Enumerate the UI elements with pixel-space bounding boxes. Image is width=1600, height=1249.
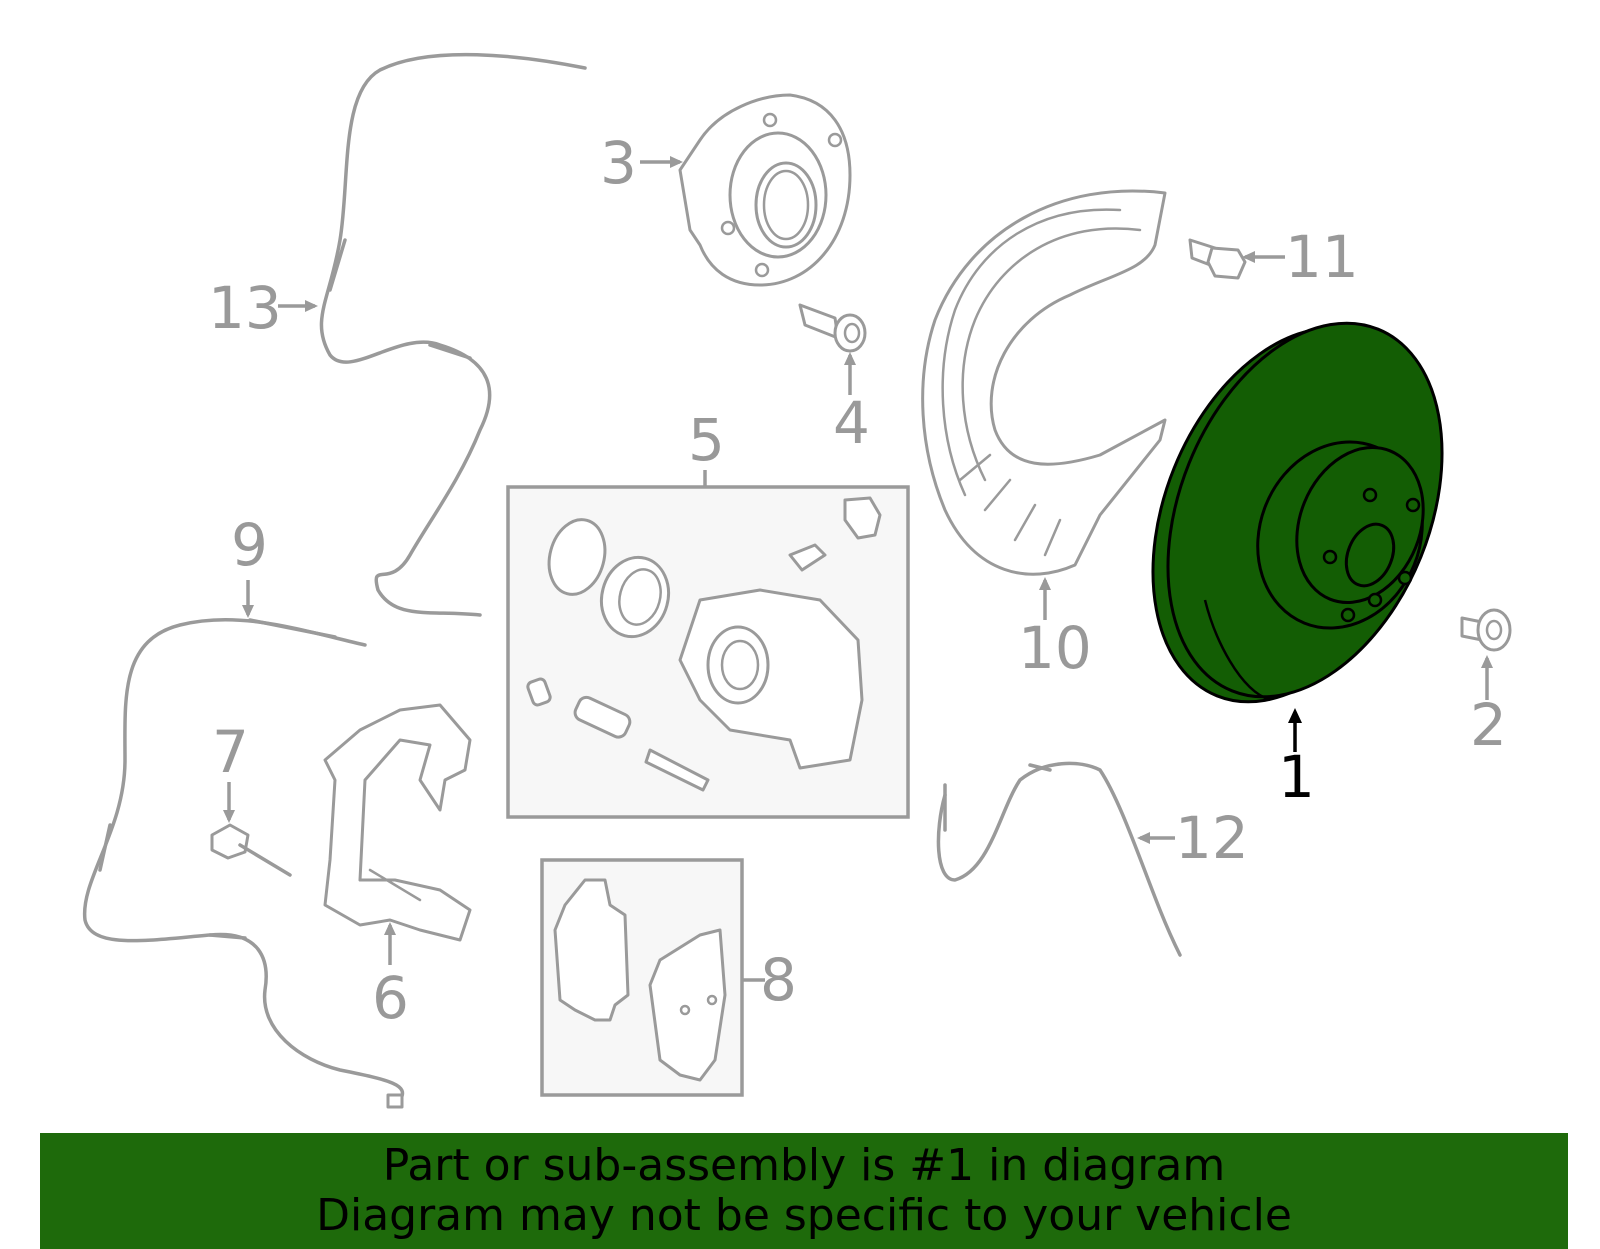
callout-10: 10 — [1018, 614, 1092, 682]
part-11-bolt[interactable] — [1188, 238, 1247, 280]
callout-11: 11 — [1285, 223, 1359, 291]
callout-4: 4 — [833, 389, 870, 457]
callout-5: 5 — [688, 406, 725, 474]
part-7-bolt[interactable] — [210, 823, 292, 877]
part-3-wheel-hub[interactable] — [678, 93, 852, 287]
banner-line-2: Diagram may not be specific to your vehi… — [316, 1190, 1292, 1241]
callout-labels: 1 2 3 4 5 6 7 8 9 10 11 12 13 — [208, 129, 1507, 1032]
part-5-caliper-kit[interactable] — [506, 485, 910, 819]
info-banner: Part or sub-assembly is #1 in diagram Di… — [40, 1133, 1568, 1249]
callout-8: 8 — [760, 946, 797, 1014]
part-13-sensor-cable[interactable] — [319, 52, 587, 617]
part-8-brake-pads[interactable] — [540, 858, 744, 1097]
part-6-caliper-bracket[interactable] — [323, 703, 472, 942]
part-4-hub-bolt[interactable] — [798, 303, 867, 353]
callout-3: 3 — [600, 129, 637, 197]
part-9-sensor-cable[interactable] — [82, 618, 405, 1109]
callout-1: 1 — [1278, 743, 1315, 811]
callout-9: 9 — [231, 511, 268, 579]
callout-12: 12 — [1175, 804, 1249, 872]
leader-arrows — [223, 156, 1493, 982]
part-1-brake-rotor[interactable] — [1101, 282, 1494, 742]
part-10-dust-shield[interactable] — [921, 189, 1167, 576]
part-2-screw[interactable] — [1460, 608, 1512, 652]
part-12-brake-hose[interactable] — [936, 761, 1182, 957]
callout-7: 7 — [212, 718, 249, 786]
banner-line-1: Part or sub-assembly is #1 in diagram — [382, 1140, 1226, 1191]
callout-6: 6 — [372, 964, 409, 1032]
callout-2: 2 — [1470, 691, 1507, 759]
callout-13: 13 — [208, 274, 282, 342]
